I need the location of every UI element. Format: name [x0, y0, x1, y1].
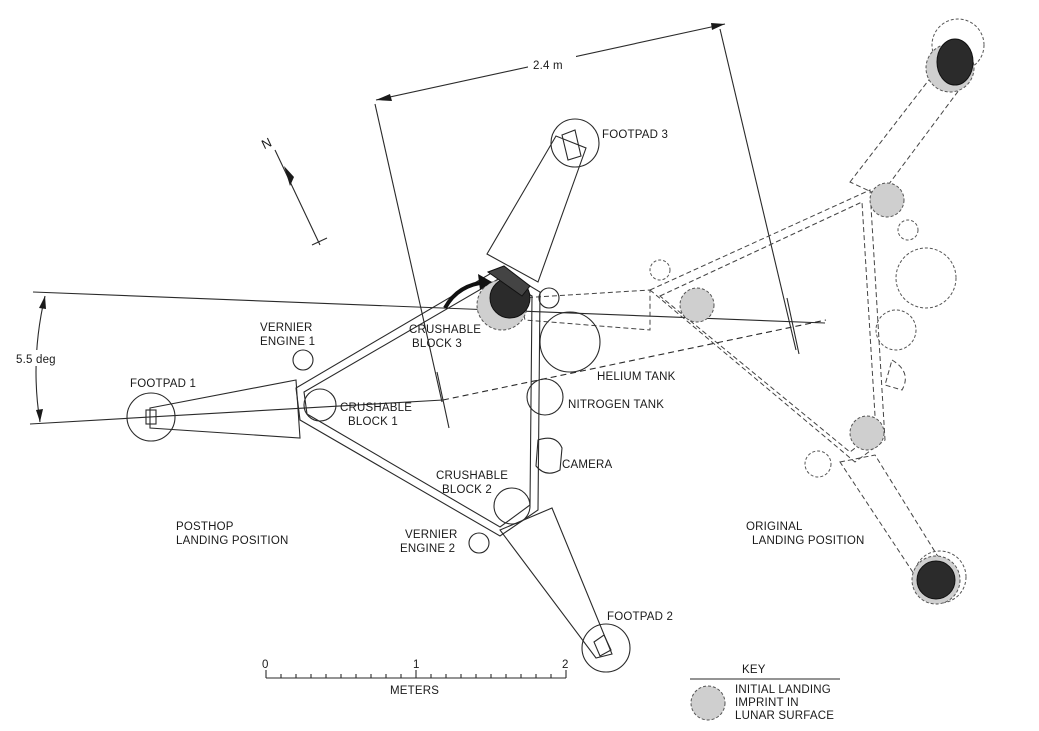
vernier-engine-1-label: VERNIER	[260, 322, 313, 334]
helium-tank-label: HELIUM TANK	[597, 371, 676, 383]
footpad-3	[550, 118, 600, 168]
vernier-engine-2	[468, 532, 490, 554]
scale-tick-1: 1	[413, 659, 420, 671]
scale-bar: 0 1 2 METERS	[262, 659, 569, 697]
original-label: ORIGINAL	[746, 521, 803, 533]
camera	[535, 437, 563, 474]
key-line-3: LUNAR SURFACE	[735, 710, 834, 722]
crushable-block-2	[493, 487, 531, 525]
vernier-engine-1-label-2: ENGINE 1	[260, 336, 315, 348]
footpad-3-label: FOOTPAD 3	[602, 129, 668, 141]
posthop-frame	[149, 135, 613, 659]
footpad-2-label: FOOTPAD 2	[607, 611, 673, 623]
small-tank	[538, 287, 560, 309]
angle-label: 5.5 deg	[16, 354, 56, 366]
vernier-engine-2-label-2: ENGINE 2	[400, 543, 455, 555]
curved-arrow	[443, 274, 492, 310]
nitrogen-tank-label: NITROGEN TANK	[568, 399, 664, 411]
distance-label: 2.4 m	[533, 60, 563, 72]
crushable-block-1	[303, 388, 337, 422]
footpad-1	[126, 392, 176, 442]
crushable-block-1-label: CRUSHABLE	[340, 402, 412, 414]
original-label-2: LANDING POSITION	[752, 535, 864, 547]
key-imprint-swatch	[690, 685, 726, 721]
posthop-label-2: LANDING POSITION	[176, 535, 288, 547]
footpad-1-label: FOOTPAD 1	[130, 378, 196, 390]
helium-tank	[539, 311, 601, 373]
crushable-block-3	[476, 265, 531, 331]
scale-tick-2: 2	[562, 659, 569, 671]
key-title: KEY	[742, 664, 766, 676]
crushable-block-2-label-2: BLOCK 2	[442, 484, 492, 496]
legend-key: KEY INITIAL LANDING IMPRINT IN LUNAR SUR…	[690, 664, 840, 722]
crushable-block-1-label-2: BLOCK 1	[348, 416, 398, 428]
north-arrow: N	[259, 134, 328, 246]
angle-dimension: 5.5 deg	[14, 291, 827, 429]
crushable-block-2-label: CRUSHABLE	[436, 470, 508, 482]
crushable-block-3-label-2: BLOCK 3	[412, 338, 462, 350]
camera-label: CAMERA	[562, 459, 613, 471]
north-label: N	[259, 134, 274, 152]
distance-dimension: 2.4 m	[374, 23, 797, 403]
posthop-label: POSTHOP	[176, 521, 234, 533]
scale-tick-0: 0	[262, 659, 269, 671]
footpad-2	[581, 623, 631, 673]
key-line-1: INITIAL LANDING	[735, 684, 831, 696]
nitrogen-tank	[526, 378, 564, 416]
original-landing-outline	[519, 18, 985, 605]
vernier-engine-1	[292, 349, 314, 371]
key-line-2: IMPRINT IN	[735, 697, 799, 709]
scale-unit: METERS	[390, 685, 439, 697]
vernier-engine-2-label: VERNIER	[405, 529, 458, 541]
crushable-block-3-label: CRUSHABLE	[409, 324, 481, 336]
